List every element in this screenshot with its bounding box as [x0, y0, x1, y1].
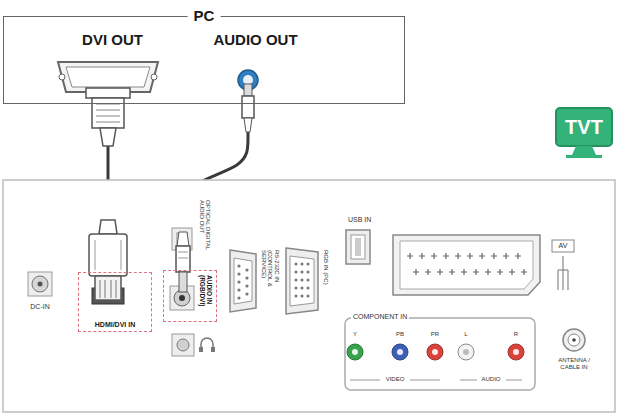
port-group: DVI OUT: [46, 31, 179, 101]
port-label: OPTICAL DIGITAL AUDIO OUT: [198, 200, 211, 258]
pin: [237, 280, 240, 283]
antenna-jack: [563, 329, 585, 351]
pin: [301, 279, 304, 282]
port-group: AUDIO OUT: [194, 31, 317, 101]
pin: [301, 271, 304, 274]
scart-pin: [473, 269, 479, 275]
dvi-plug: [86, 88, 130, 146]
port-label: DVI OUT: [46, 31, 179, 48]
av-symbol: [552, 240, 574, 290]
port-label: RS-232C IN (CONTROL & SERVICE): [260, 250, 280, 312]
scart-pin: [449, 269, 455, 275]
tv-logo: [556, 108, 612, 158]
usb-port: [346, 230, 370, 264]
scart-pin: [491, 253, 497, 259]
scart-pin: [431, 253, 437, 259]
pin: [301, 263, 304, 266]
port-label: USB IN: [348, 216, 371, 224]
port-label: AV: [559, 242, 568, 250]
scart-pin: [521, 269, 527, 275]
highlight-box: AUDIO IN (RGB/DVI): [163, 270, 217, 322]
pin: [237, 296, 240, 299]
jack-label: R: [514, 331, 518, 338]
pin: [245, 292, 248, 295]
scart-pin: [455, 253, 461, 259]
scart-pin: [461, 269, 467, 275]
port-label: AUDIO OUT: [194, 31, 317, 48]
scart-pin: [479, 253, 485, 259]
pin: [307, 287, 310, 290]
scart-pin: [509, 269, 515, 275]
tv-back-panel: [3, 180, 615, 412]
pin: [237, 288, 240, 291]
scart-pin: [413, 269, 419, 275]
scart-pin: [419, 253, 425, 259]
port-label: DC-IN: [30, 303, 49, 311]
jack-label: PB: [396, 331, 404, 338]
pin: [301, 295, 304, 298]
pin: [237, 264, 240, 267]
scart-pin: [467, 253, 473, 259]
port-label: AUDIO IN (RGB/DVI): [199, 275, 213, 319]
pin: [307, 263, 310, 266]
rs232c-port: [230, 250, 256, 312]
audio-out-jack: [238, 70, 258, 132]
group-label: VIDEO: [386, 376, 405, 383]
scart-port: [393, 235, 540, 295]
pin: [295, 295, 298, 298]
rgb-port: [286, 248, 318, 314]
pin: [245, 268, 248, 271]
scart-pin: [425, 269, 431, 275]
pin: [245, 284, 248, 287]
port-label: RGB IN (PC): [322, 250, 329, 312]
pin: [307, 279, 310, 282]
dc-in-jack: [28, 272, 52, 296]
group-label: AUDIO: [481, 376, 500, 383]
scart-pin: [437, 269, 443, 275]
port-label: ANTENNA / CABLE IN: [549, 357, 599, 370]
scart-pin: [407, 253, 413, 259]
panel-label: COMPONENT IN: [351, 313, 409, 321]
scart-pin: [443, 253, 449, 259]
scart-pin: [515, 253, 521, 259]
jack-label: L: [464, 331, 467, 338]
pin: [237, 272, 240, 275]
pin: [307, 295, 310, 298]
jack-label: PR: [431, 331, 439, 338]
pin: [295, 271, 298, 274]
pin: [301, 287, 304, 290]
pin: [245, 276, 248, 279]
pin: [295, 279, 298, 282]
audio-in-plug: [176, 232, 190, 292]
jack-label: Y: [353, 331, 357, 338]
scart-pin: [503, 253, 509, 259]
logo-text: TVT: [565, 116, 603, 138]
hdmi-plug: [89, 220, 127, 300]
port-label: HDMI/DVI IN: [79, 321, 151, 328]
scart-pin: [497, 269, 503, 275]
headphone-jack: [172, 334, 215, 356]
pin: [295, 287, 298, 290]
pin: [295, 263, 298, 266]
highlight-box: HDMI/DVI IN: [78, 272, 152, 332]
device-heading: PC: [188, 7, 221, 24]
pc-box: PCDVI OUTAUDIO OUT: [3, 16, 405, 104]
pin: [307, 271, 310, 274]
scart-pin: [485, 269, 491, 275]
component-panel: [345, 318, 535, 390]
